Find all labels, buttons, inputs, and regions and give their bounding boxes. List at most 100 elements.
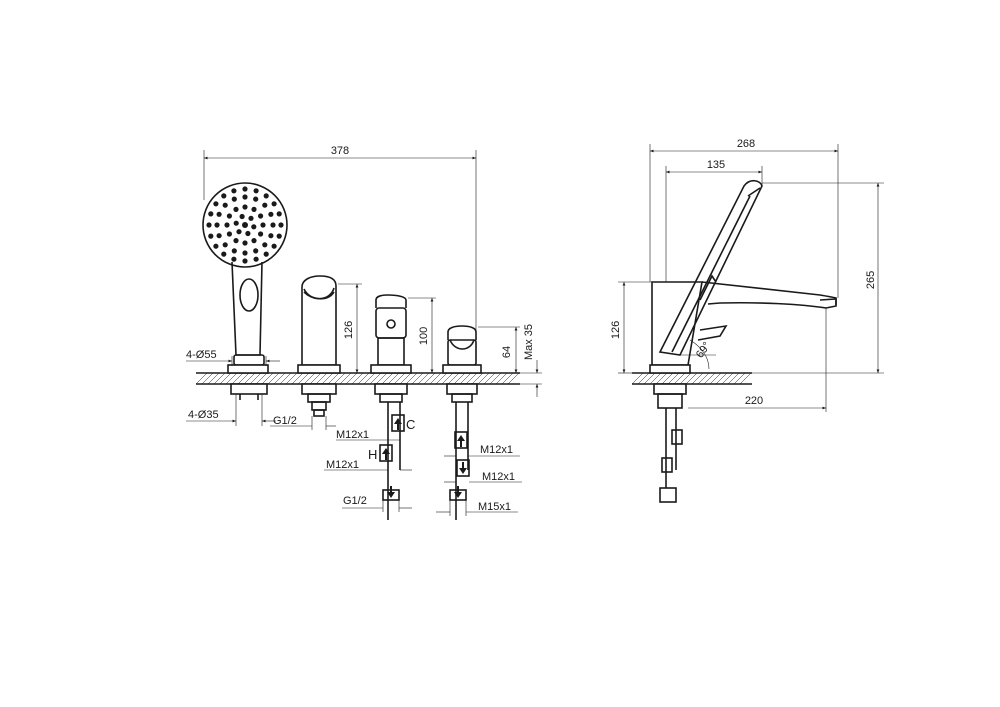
shower-nozzle-hole <box>226 213 232 219</box>
spout-side <box>651 281 837 366</box>
shower-nozzle-hole <box>263 251 269 257</box>
hatch-line <box>465 372 478 385</box>
label-69-degrees: 69° <box>694 340 713 361</box>
label-126-front: 126 <box>343 321 355 339</box>
shower-nozzle-hole <box>251 206 257 212</box>
hatch-line <box>727 372 740 385</box>
shower-nozzle-hole <box>258 213 264 219</box>
hatch-line <box>733 372 746 385</box>
dimension-thread-g12-a: G1/2 <box>270 415 336 430</box>
shower-nozzle-hole <box>242 258 248 264</box>
dimension-max-deck: Max 35 <box>520 324 542 397</box>
dimension-height-side: 126 <box>610 281 652 374</box>
dimension-overall-height: 265 <box>752 182 884 374</box>
hatch-line <box>327 372 340 385</box>
mixer-body <box>370 294 412 520</box>
hatch-line <box>643 372 656 385</box>
shower-nozzle-hole <box>271 243 277 249</box>
label-135: 135 <box>707 159 725 171</box>
hatch-line <box>477 372 490 385</box>
hatch-line <box>345 372 358 385</box>
hatch-line <box>429 372 442 385</box>
shower-nozzle-hole <box>213 243 219 249</box>
label-hot: H <box>368 447 377 462</box>
shower-nozzle-hole <box>251 238 257 244</box>
label-hole-55: 4-Ø55 <box>186 349 217 361</box>
hatch-line <box>673 372 686 385</box>
diverter-knob <box>442 325 482 520</box>
hatch-line <box>691 372 704 385</box>
hatch-line <box>631 372 644 385</box>
shower-nozzle-hole <box>226 231 232 237</box>
shower-nozzle-hole <box>216 233 222 239</box>
shower-nozzle-hole <box>233 238 239 244</box>
shower-nozzle-hole <box>262 202 268 208</box>
hatch-line <box>489 372 502 385</box>
hatch-line <box>697 372 710 385</box>
dimension-thread-m12-b: M12x1 <box>324 459 412 471</box>
hatch-line <box>655 372 668 385</box>
shower-nozzle-hole <box>276 211 282 217</box>
hatch-line <box>721 372 734 385</box>
hatch-line <box>243 372 256 385</box>
label-g12-a: G1/2 <box>273 415 297 427</box>
hatch-line <box>441 372 454 385</box>
label-m12-b: M12x1 <box>326 459 359 471</box>
shower-nozzle-hole <box>222 242 228 248</box>
shower-nozzle-hole <box>276 233 282 239</box>
label-100: 100 <box>418 327 430 345</box>
label-126-side: 126 <box>610 321 622 339</box>
dimension-thread-m12-a: M12x1 <box>336 429 400 442</box>
shower-nozzle-hole <box>206 222 212 228</box>
shower-nozzle-hole <box>270 222 276 228</box>
shower-nozzle-hole <box>268 211 274 217</box>
shower-nozzle-hole <box>216 211 222 217</box>
hatch-line <box>501 372 514 385</box>
hatch-line <box>495 372 508 385</box>
dimension-hole-small: 4-Ø35 <box>186 394 276 426</box>
hatch-line <box>303 372 316 385</box>
hatch-line <box>703 372 716 385</box>
dimension-total-depth: 268 <box>649 138 839 298</box>
hatch-line <box>715 372 728 385</box>
shower-nozzle-hole <box>208 233 214 239</box>
hatch-line <box>369 372 382 385</box>
shower-nozzle-hole <box>242 240 248 246</box>
shower-nozzle-hole <box>253 248 259 254</box>
shower-nozzle-hole <box>242 186 248 192</box>
hatch-line <box>351 372 364 385</box>
label-64: 64 <box>501 346 513 358</box>
dimension-handle-reach: 135 <box>665 159 763 282</box>
hatch-line <box>231 372 244 385</box>
hatch-line <box>297 372 310 385</box>
hatch-line <box>333 372 346 385</box>
hatch-line <box>207 372 220 385</box>
hatch-line <box>459 372 472 385</box>
side-view: 268 135 126 265 69° <box>610 138 884 503</box>
dimension-hole-large: 4-Ø55 <box>186 349 280 366</box>
hatch-line <box>339 372 352 385</box>
hatch-line <box>267 372 280 385</box>
hatch-line <box>255 372 268 385</box>
dimension-thread-m15: M15x1 <box>436 500 518 516</box>
shower-nozzle-hole <box>262 242 268 248</box>
hatch-line <box>483 372 496 385</box>
hatch-line <box>637 372 650 385</box>
hatch-line <box>375 372 388 385</box>
label-hole-35: 4-Ø35 <box>188 409 219 421</box>
hatch-line <box>661 372 674 385</box>
hatch-line <box>309 372 322 385</box>
label-220: 220 <box>745 395 763 407</box>
shower-nozzle-hole <box>231 256 237 262</box>
shower-nozzle-hole <box>263 193 269 199</box>
shower-nozzle-hole <box>253 196 259 202</box>
diverter-spout <box>297 275 341 417</box>
shower-nozzle-hole <box>208 211 214 217</box>
shower-nozzle-hole <box>278 222 284 228</box>
shower-nozzle-hole <box>231 196 237 202</box>
shower-nozzle-hole <box>222 202 228 208</box>
hatch-line <box>685 372 698 385</box>
label-m15: M15x1 <box>478 501 511 513</box>
shower-nozzle-hole <box>245 230 251 237</box>
